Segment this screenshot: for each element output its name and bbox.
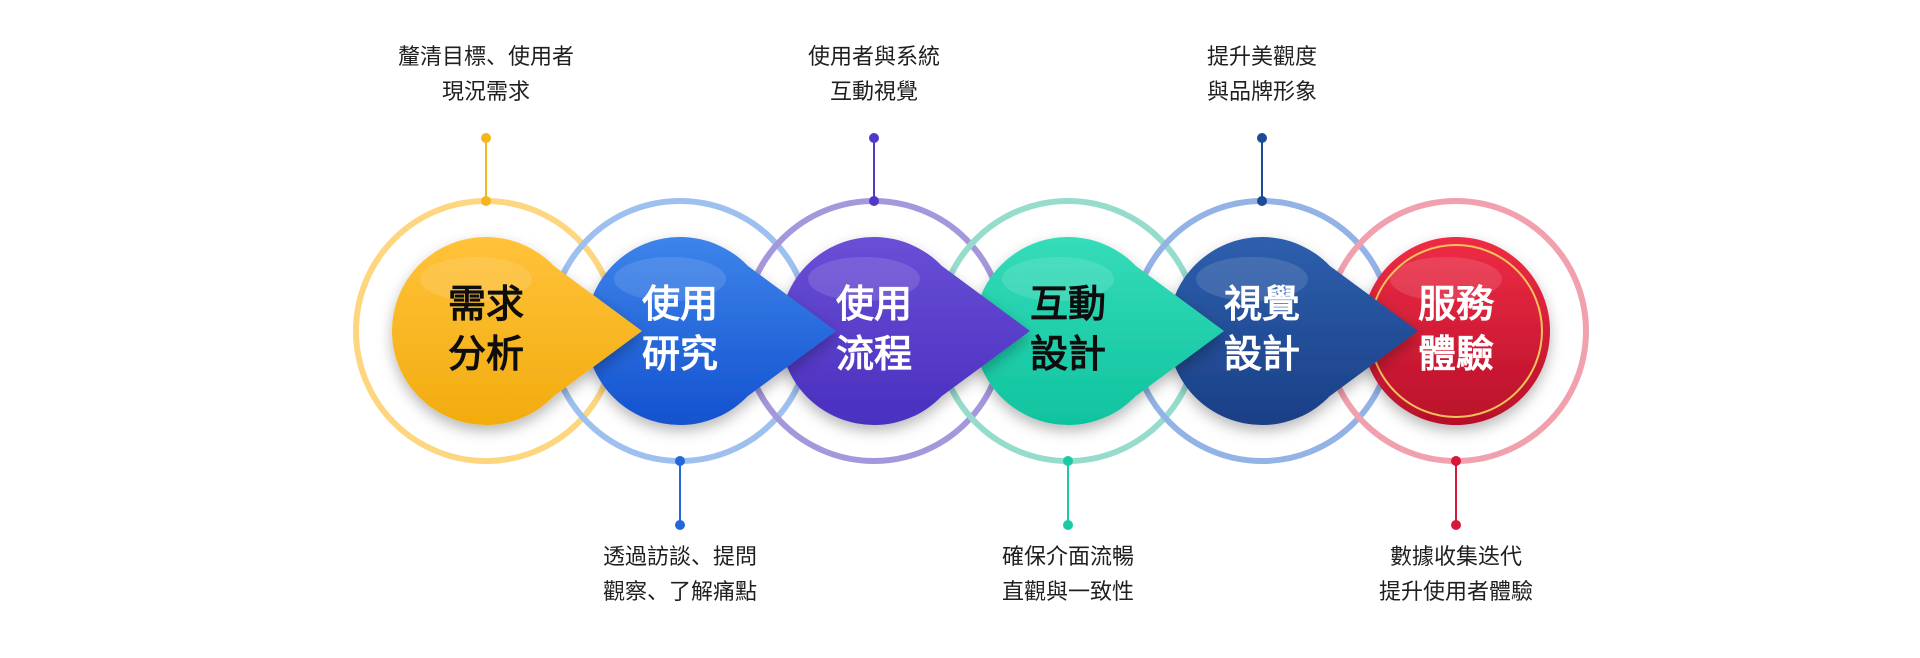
connector-dot-2-end [675, 520, 685, 530]
stage-highlight-1 [420, 257, 532, 301]
annotation-6: 數據收集迭代提升使用者體驗 [1326, 540, 1586, 610]
connector-dot-3-end [869, 133, 879, 143]
annotation-1: 釐清目標、使用者現況需求 [356, 40, 616, 110]
stage-label-2-line-1: 使用 [642, 282, 718, 326]
annotation-6-line-2: 提升使用者體驗 [1378, 580, 1533, 605]
connector-dot-4-ring [1063, 456, 1073, 466]
connectors-layer [481, 133, 1461, 530]
connector-dot-6-end [1451, 520, 1461, 530]
annotation-1-line-1: 釐清目標、使用者 [397, 45, 574, 70]
stage-label-4-line-2: 設計 [1030, 332, 1106, 376]
connector-dot-6-ring [1451, 456, 1461, 466]
stage-highlight-5 [1196, 257, 1308, 301]
annotation-6-line-1: 數據收集迭代 [1389, 545, 1522, 570]
connector-dot-2-ring [675, 456, 685, 466]
stage-highlight-4 [1002, 257, 1114, 301]
annotation-2-line-2: 觀察、了解痛點 [602, 580, 757, 605]
annotation-3-line-1: 使用者與系統 [807, 45, 940, 70]
stage-label-3-line-1: 使用 [836, 282, 912, 326]
annotation-3: 使用者與系統互動視覺 [744, 40, 1004, 110]
stage-label-1-line-2: 分析 [448, 332, 524, 376]
annotation-4-line-1: 確保介面流暢 [1001, 545, 1134, 570]
annotation-4: 確保介面流暢直觀與一致性 [938, 540, 1198, 610]
stage-highlight-6 [1390, 257, 1502, 301]
stage-label-2-line-2: 研究 [642, 332, 718, 376]
stage-highlight-3 [808, 257, 920, 301]
stage-label-6-line-1: 服務 [1418, 282, 1495, 326]
annotation-5: 提升美觀度與品牌形象 [1132, 40, 1392, 110]
annotation-1-line-2: 現況需求 [441, 80, 530, 105]
stage-label-5-line-2: 設計 [1224, 332, 1300, 376]
annotation-5-line-2: 與品牌形象 [1206, 80, 1317, 105]
annotation-5-line-1: 提升美觀度 [1206, 45, 1317, 70]
connector-dot-1-end [481, 133, 491, 143]
connector-dot-5-end [1257, 133, 1267, 143]
annotation-3-line-2: 互動視覺 [829, 80, 918, 105]
stage-label-6-line-2: 體驗 [1418, 332, 1494, 376]
connector-dot-1-ring [481, 196, 491, 206]
stage-label-4-line-1: 互動 [1030, 282, 1106, 326]
stage-label-5-line-1: 視覺 [1224, 282, 1300, 326]
annotation-4-line-2: 直觀與一致性 [1001, 580, 1134, 605]
stage-label-1-line-1: 需求 [448, 282, 524, 326]
stage-highlight-2 [614, 257, 726, 301]
connector-dot-3-ring [869, 196, 879, 206]
stage-label-3-line-2: 流程 [836, 332, 912, 376]
annotation-2-line-1: 透過訪談、提問 [602, 545, 757, 570]
annotation-2: 透過訪談、提問觀察、了解痛點 [550, 540, 810, 610]
connector-dot-4-end [1063, 520, 1073, 530]
connector-dot-5-ring [1257, 196, 1267, 206]
